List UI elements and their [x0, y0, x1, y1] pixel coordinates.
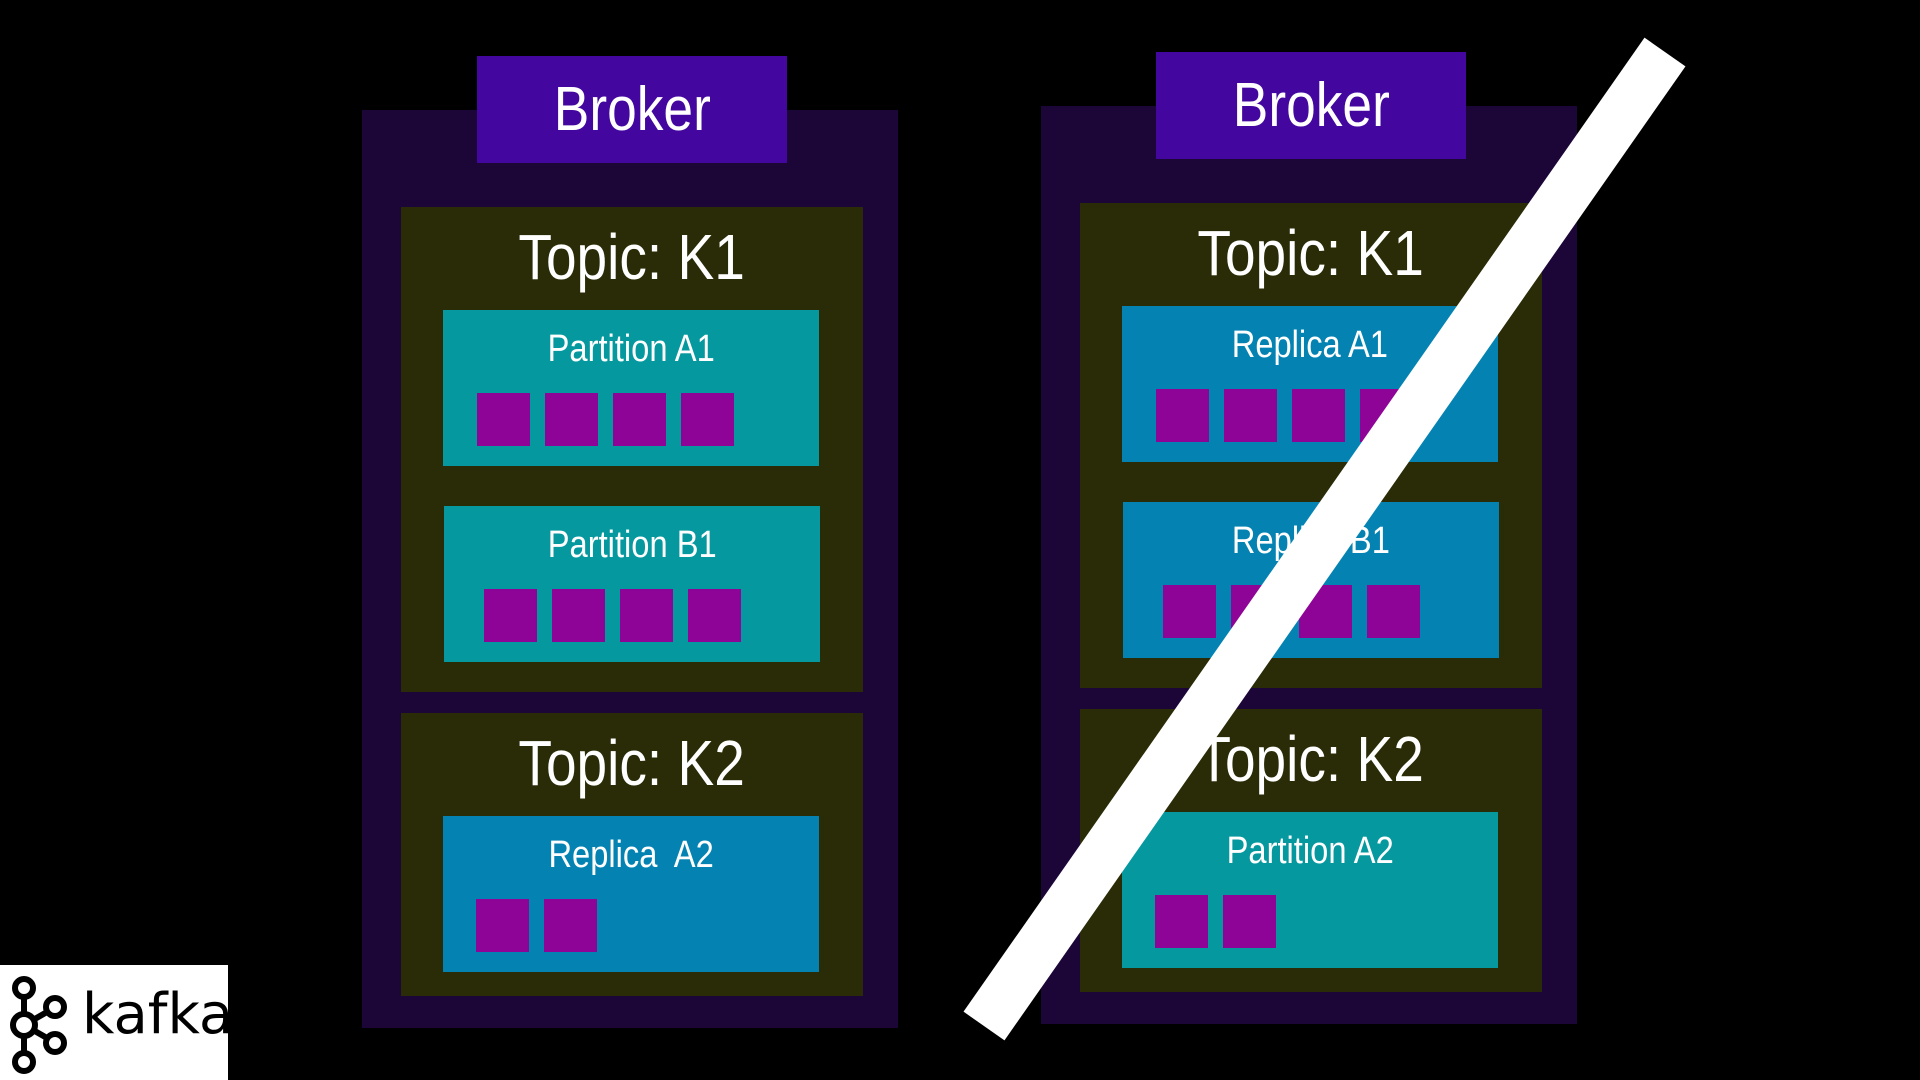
message: [1231, 585, 1284, 638]
replica-a1: Replica A1: [1122, 306, 1498, 462]
kafka-logo: kafka: [0, 965, 233, 1080]
message: [1367, 585, 1420, 638]
broker-1-topic-k2: Topic: K2 Replica A2: [401, 713, 863, 996]
kafka-logo-icon: [10, 976, 67, 1074]
message: [1292, 389, 1345, 442]
message: [1360, 389, 1413, 442]
message: [1156, 389, 1209, 442]
broker-2-label: Broker: [1156, 52, 1466, 159]
message: [545, 393, 598, 446]
partition-a2: Partition A2: [1122, 812, 1498, 968]
message: [484, 589, 537, 642]
broker-1-label: Broker: [477, 56, 787, 163]
broker-2-topic-k2: Topic: K2 Partition A2: [1080, 709, 1542, 992]
message: [477, 393, 530, 446]
kafka-logo-text: kafka: [82, 982, 234, 1047]
replica-a2: Replica A2: [443, 816, 819, 972]
message: [544, 899, 597, 952]
part-label: Replica B1: [1231, 520, 1391, 562]
message: [681, 393, 734, 446]
topic-title: Topic: K2: [1197, 723, 1425, 795]
part-label: Replica A1: [1231, 324, 1389, 366]
message: [688, 589, 741, 642]
part-label: Partition A2: [1226, 830, 1394, 872]
message: [1224, 389, 1277, 442]
message: [552, 589, 605, 642]
message: [620, 589, 673, 642]
message: [613, 393, 666, 446]
message: [1299, 585, 1352, 638]
part-label: Replica A2: [548, 834, 714, 876]
part-label: Partition B1: [547, 524, 717, 566]
part-label: Partition A1: [547, 328, 715, 370]
message: [1155, 895, 1208, 948]
message: [1223, 895, 1276, 948]
replica-b1: Replica B1: [1123, 502, 1499, 658]
topic-title: Topic: K1: [518, 221, 746, 293]
partition-b1: Partition B1: [444, 506, 820, 662]
topic-title: Topic: K2: [518, 727, 746, 799]
broker-1-topic-k1: Topic: K1 Partition A1 Partition B1: [401, 207, 863, 692]
partition-a1: Partition A1: [443, 310, 819, 466]
broker-2-topic-k1: Topic: K1 Replica A1 Replica B1: [1080, 203, 1542, 688]
message: [476, 899, 529, 952]
topic-title: Topic: K1: [1197, 217, 1425, 289]
message: [1163, 585, 1216, 638]
